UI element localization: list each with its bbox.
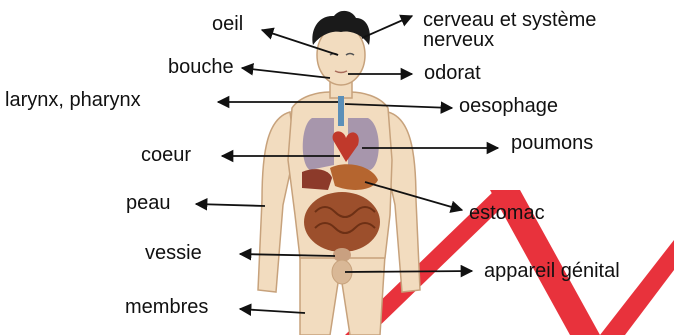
label-cerveau-line2: nerveux [423, 30, 494, 50]
label-oesophage: oesophage [459, 96, 558, 116]
label-estomac: estomac [469, 203, 545, 223]
label-membres: membres [125, 297, 208, 317]
label-cerveau-line1: cerveau et système [423, 10, 596, 30]
label-vessie: vessie [145, 243, 202, 263]
label-appareil-genital: appareil génital [484, 261, 620, 281]
arrow-icon [345, 271, 472, 272]
label-oeil: oeil [212, 14, 243, 34]
arrow-icon [196, 204, 265, 206]
label-poumons: poumons [511, 133, 593, 153]
arrow-icon [240, 309, 305, 313]
label-larynx-pharynx: larynx, pharynx [5, 90, 141, 110]
label-coeur: coeur [141, 145, 191, 165]
arrow-icon [362, 16, 412, 38]
label-odorat: odorat [424, 63, 481, 83]
label-bouche: bouche [168, 57, 234, 77]
arrow-icon [242, 68, 330, 78]
label-peau: peau [126, 193, 171, 213]
